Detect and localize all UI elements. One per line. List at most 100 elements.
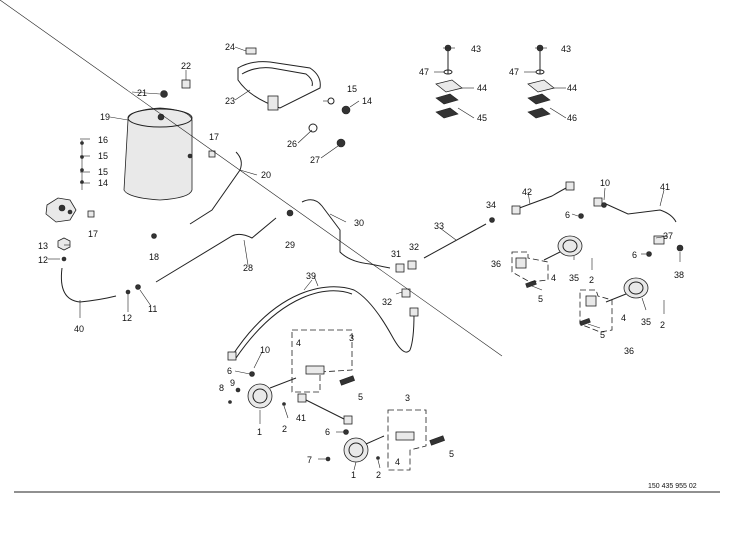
- callout-30: 30: [354, 218, 364, 228]
- callout-47a: 47: [419, 67, 429, 77]
- callout-2c: 2: [282, 424, 287, 434]
- callout-29: 29: [285, 240, 295, 250]
- callout-26: 26: [287, 139, 297, 149]
- tank-drain-valve: [45, 140, 95, 262]
- callout-33: 33: [434, 221, 444, 231]
- nut-21: [160, 90, 168, 98]
- fitting-22: [181, 79, 191, 89]
- pipe-20: [189, 151, 242, 225]
- callout-43a: 43: [471, 44, 481, 54]
- callout-21: 21: [137, 88, 147, 98]
- pipe-30: [301, 199, 391, 269]
- callout-36a: 36: [491, 259, 501, 269]
- callout-42: 42: [522, 187, 532, 197]
- drawing-number: 150 435 955 02: [648, 483, 697, 490]
- callout-23: 23: [225, 96, 235, 106]
- callout-47b: 47: [509, 67, 519, 77]
- callout-27: 27: [310, 155, 320, 165]
- fitting-37: [653, 235, 665, 245]
- nut-27: [336, 138, 346, 148]
- callout-41a: 41: [660, 182, 670, 192]
- nut-14: [341, 105, 351, 115]
- brake-chamber-1-upper: [228, 371, 297, 409]
- callout-2d: 2: [376, 470, 381, 480]
- callout-44b: 44: [567, 83, 577, 93]
- callout-2b: 2: [660, 320, 665, 330]
- callout-1b: 1: [351, 470, 356, 480]
- callout-35a: 35: [569, 273, 579, 283]
- callout-46: 46: [567, 113, 577, 123]
- callout-9: 9: [230, 378, 235, 388]
- air-tank: [123, 107, 193, 201]
- callout-5a: 5: [538, 294, 543, 304]
- hose-39: [231, 286, 415, 357]
- brake-chamber-35-lower: [579, 277, 649, 326]
- callout-10b: 10: [260, 345, 270, 355]
- callout-43b: 43: [561, 44, 571, 54]
- callout-36b: 36: [624, 346, 634, 356]
- fitting-10: [601, 202, 607, 208]
- brake-chamber-35-upper: [515, 235, 583, 288]
- callout-12b: 12: [122, 313, 132, 323]
- valve-assembly-46: [527, 44, 555, 119]
- kit-box-3-lower: [387, 409, 427, 471]
- callout-24: 24: [225, 42, 235, 52]
- callout-15a: 15: [347, 84, 357, 94]
- callout-11: 11: [148, 304, 157, 314]
- callout-32a: 32: [409, 242, 419, 252]
- slack-5-upper: [339, 375, 355, 386]
- callout-4c: 4: [296, 338, 301, 348]
- callout-37: 37: [663, 231, 673, 241]
- callout-32b: 32: [382, 297, 392, 307]
- brake-chamber-1-lower: [325, 429, 385, 463]
- callout-45: 45: [477, 113, 487, 123]
- callout-7: 7: [307, 455, 312, 465]
- callout-35b: 35: [641, 317, 651, 327]
- callout-31: 31: [391, 249, 401, 259]
- fitting-32b: [401, 288, 411, 298]
- callout-4a: 4: [551, 273, 556, 283]
- washer-26: [308, 123, 318, 133]
- callout-28: 28: [243, 263, 253, 273]
- pipe-33: [423, 223, 487, 259]
- callout-6d: 6: [325, 427, 330, 437]
- callout-14b: 14: [98, 178, 108, 188]
- fitting-12: [125, 289, 131, 295]
- bushing-4-upper: [305, 365, 325, 375]
- washer-15: [327, 97, 335, 105]
- hose-41-upper: [605, 203, 677, 223]
- callout-39: 39: [306, 271, 316, 281]
- callout-10a: 10: [600, 178, 610, 188]
- plug-38: [676, 244, 684, 252]
- callout-41b: 41: [296, 413, 306, 423]
- callout-8: 8: [219, 383, 224, 393]
- callout-13: 13: [38, 241, 48, 251]
- callout-6c: 6: [227, 366, 232, 376]
- callout-18: 18: [149, 252, 159, 262]
- callout-19: 19: [100, 112, 110, 122]
- leader-lines: [0, 0, 681, 471]
- tank-strap: [237, 47, 321, 111]
- callout-labels: 19 21 22 24 23 15 14 26 27 17 16 15 15 1…: [38, 42, 684, 480]
- callout-4d: 4: [395, 457, 400, 467]
- callout-5d: 5: [449, 449, 454, 459]
- callout-5b: 5: [600, 330, 605, 340]
- slack-5-lower: [429, 435, 445, 446]
- callout-15c: 15: [98, 167, 108, 177]
- callout-5c: 5: [358, 392, 363, 402]
- fitting-31: [395, 263, 405, 273]
- plug-29: [286, 209, 294, 217]
- callout-15b: 15: [98, 151, 108, 161]
- callout-12a: 12: [38, 255, 48, 265]
- callout-44a: 44: [477, 83, 487, 93]
- callout-1a: 1: [257, 427, 262, 437]
- washer-6b: [646, 251, 652, 257]
- fitting-32a: [407, 260, 417, 270]
- callout-17a: 17: [209, 132, 219, 142]
- callout-2a: 2: [589, 275, 594, 285]
- valve-assembly-45: [435, 44, 463, 119]
- callout-6b: 6: [632, 250, 637, 260]
- callout-16: 16: [98, 135, 108, 145]
- washer-6: [578, 213, 584, 219]
